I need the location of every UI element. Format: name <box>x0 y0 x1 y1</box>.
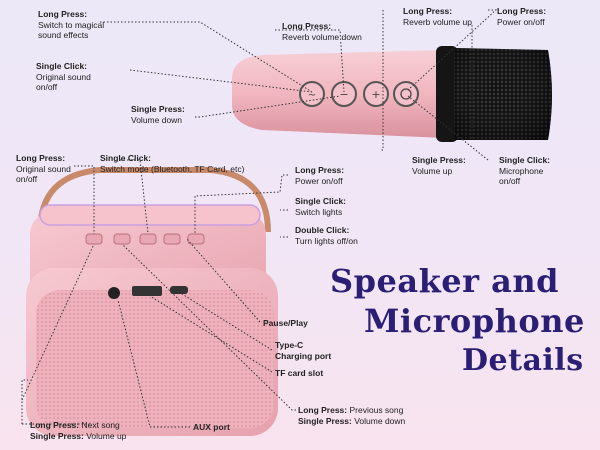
label-key: Long Press: <box>16 153 66 163</box>
label-tf-card-slot: TF card slot <box>275 368 323 379</box>
label-value: on/off <box>36 82 58 92</box>
label-mic-long-press-reverb-up: Long Press: Reverb volume up <box>403 6 472 27</box>
spk-button-plus[interactable] <box>85 233 103 245</box>
label-value: Previous song <box>349 405 404 415</box>
label-value: Switch lights <box>295 206 343 217</box>
tf-card-slot[interactable] <box>132 286 162 296</box>
label-key: Type-C <box>275 340 304 350</box>
label-mic-single-click-original: Single Click: Original sound on/off <box>36 61 91 93</box>
label-spk-long-press-original: Long Press: Original sound on/off <box>16 153 71 185</box>
mic-button-effect[interactable]: ~ <box>299 81 325 107</box>
label-value: Volume down <box>131 114 183 125</box>
label-type-c: Type-C Charging port <box>275 340 331 361</box>
usb-c-port[interactable] <box>170 286 188 294</box>
label-value: Volume up <box>86 430 127 441</box>
label-key: Charging port <box>275 350 332 361</box>
mic-button-minus[interactable]: − <box>331 81 357 107</box>
spk-button-play[interactable] <box>139 233 157 245</box>
label-pause-play: Pause/Play <box>263 318 308 329</box>
speaker-strap <box>37 167 271 233</box>
label-value: on/off <box>499 176 521 186</box>
svg-text:−: − <box>339 88 348 101</box>
label-key: Single Click: <box>499 155 551 165</box>
label-key: Long Press: <box>295 165 345 175</box>
label-spk-long-press-power: Long Press: Power on/off <box>295 165 344 186</box>
spk-button-mode[interactable] <box>163 233 181 245</box>
label-spk-single-click-lights: Single Click: Switch lights <box>295 196 346 217</box>
label-key: TF card slot <box>275 368 324 378</box>
spk-button-power[interactable] <box>187 233 205 245</box>
spk-button-minus[interactable] <box>113 233 131 245</box>
label-key: Pause/Play <box>263 318 308 328</box>
microphone-ring <box>436 46 458 142</box>
label-mic-long-press-reverb-down: Long Press: Reverb volume down <box>282 21 362 42</box>
label-key: Long Press: <box>38 9 88 19</box>
label-value: Original sound <box>36 71 91 82</box>
aux-port[interactable] <box>108 287 120 299</box>
label-aux-port: AUX port <box>193 422 230 433</box>
label-value: Power on/off <box>497 16 545 27</box>
label-key: Single Press: <box>30 430 84 441</box>
speaker <box>26 167 278 436</box>
label-key: Single Click: <box>100 153 152 163</box>
microphone: ~ − + <box>232 46 552 142</box>
leader-lines <box>21 9 498 428</box>
label-key: Long Press: <box>282 21 332 31</box>
label-previous-song: Long Press: Previous song Single Press: … <box>298 405 405 426</box>
title-line-2: Microphone <box>364 302 585 340</box>
mic-button-plus[interactable]: + <box>363 81 389 107</box>
label-value: Turn lights off/on <box>295 235 358 246</box>
label-spk-single-click-mode: Single Click: Switch mode (Bluetooth, TF… <box>100 153 244 174</box>
label-value: Next song <box>81 420 120 430</box>
label-key: AUX port <box>193 422 230 432</box>
label-value: Switch to magical <box>38 19 105 30</box>
label-value: Power on/off <box>295 175 343 186</box>
label-value: Volume down <box>354 415 406 426</box>
title-line-3: Details <box>462 343 584 378</box>
label-key: Single Click: <box>295 196 347 206</box>
label-value: Original sound <box>16 163 71 174</box>
label-key: Long Press: <box>497 6 547 16</box>
label-key: Single Press: <box>131 104 185 114</box>
label-mic-single-click-mic: Single Click: Microphone on/off <box>499 155 550 187</box>
label-value: Switch mode (Bluetooth, TF Card, etc) <box>100 163 245 174</box>
label-value: Volume up <box>412 165 453 176</box>
label-key: Single Press: <box>298 415 352 426</box>
label-value: sound effects <box>38 30 89 40</box>
label-value: Microphone <box>499 165 544 176</box>
label-key: Single Press: <box>412 155 466 165</box>
svg-text:+: + <box>371 88 380 101</box>
mic-button-power[interactable] <box>393 81 419 107</box>
label-mic-long-press-magic: Long Press: Switch to magical sound effe… <box>38 9 104 41</box>
label-mic-long-press-power: Long Press: Power on/off <box>497 6 546 27</box>
svg-text:~: ~ <box>308 90 316 101</box>
label-value: on/off <box>16 174 38 184</box>
label-key: Long Press: <box>30 420 80 430</box>
label-key: Long Press: <box>403 6 453 16</box>
label-key: Single Click: <box>36 61 88 71</box>
label-value: Reverb volume down <box>282 31 362 42</box>
speaker-grille <box>36 290 274 428</box>
label-key: Long Press: <box>298 405 348 415</box>
label-mic-single-press-volup: Single Press: Volume up <box>412 155 466 176</box>
label-mic-single-press-voldown: Single Press: Volume down <box>131 104 185 125</box>
label-value: Reverb volume up <box>403 16 472 27</box>
title-line-1: Speaker and <box>330 262 559 300</box>
label-spk-double-click-lights: Double Click: Turn lights off/on <box>295 225 358 246</box>
label-key: Double Click: <box>295 225 350 235</box>
label-next-song: Long Press: Next song Single Press: Volu… <box>30 420 126 441</box>
